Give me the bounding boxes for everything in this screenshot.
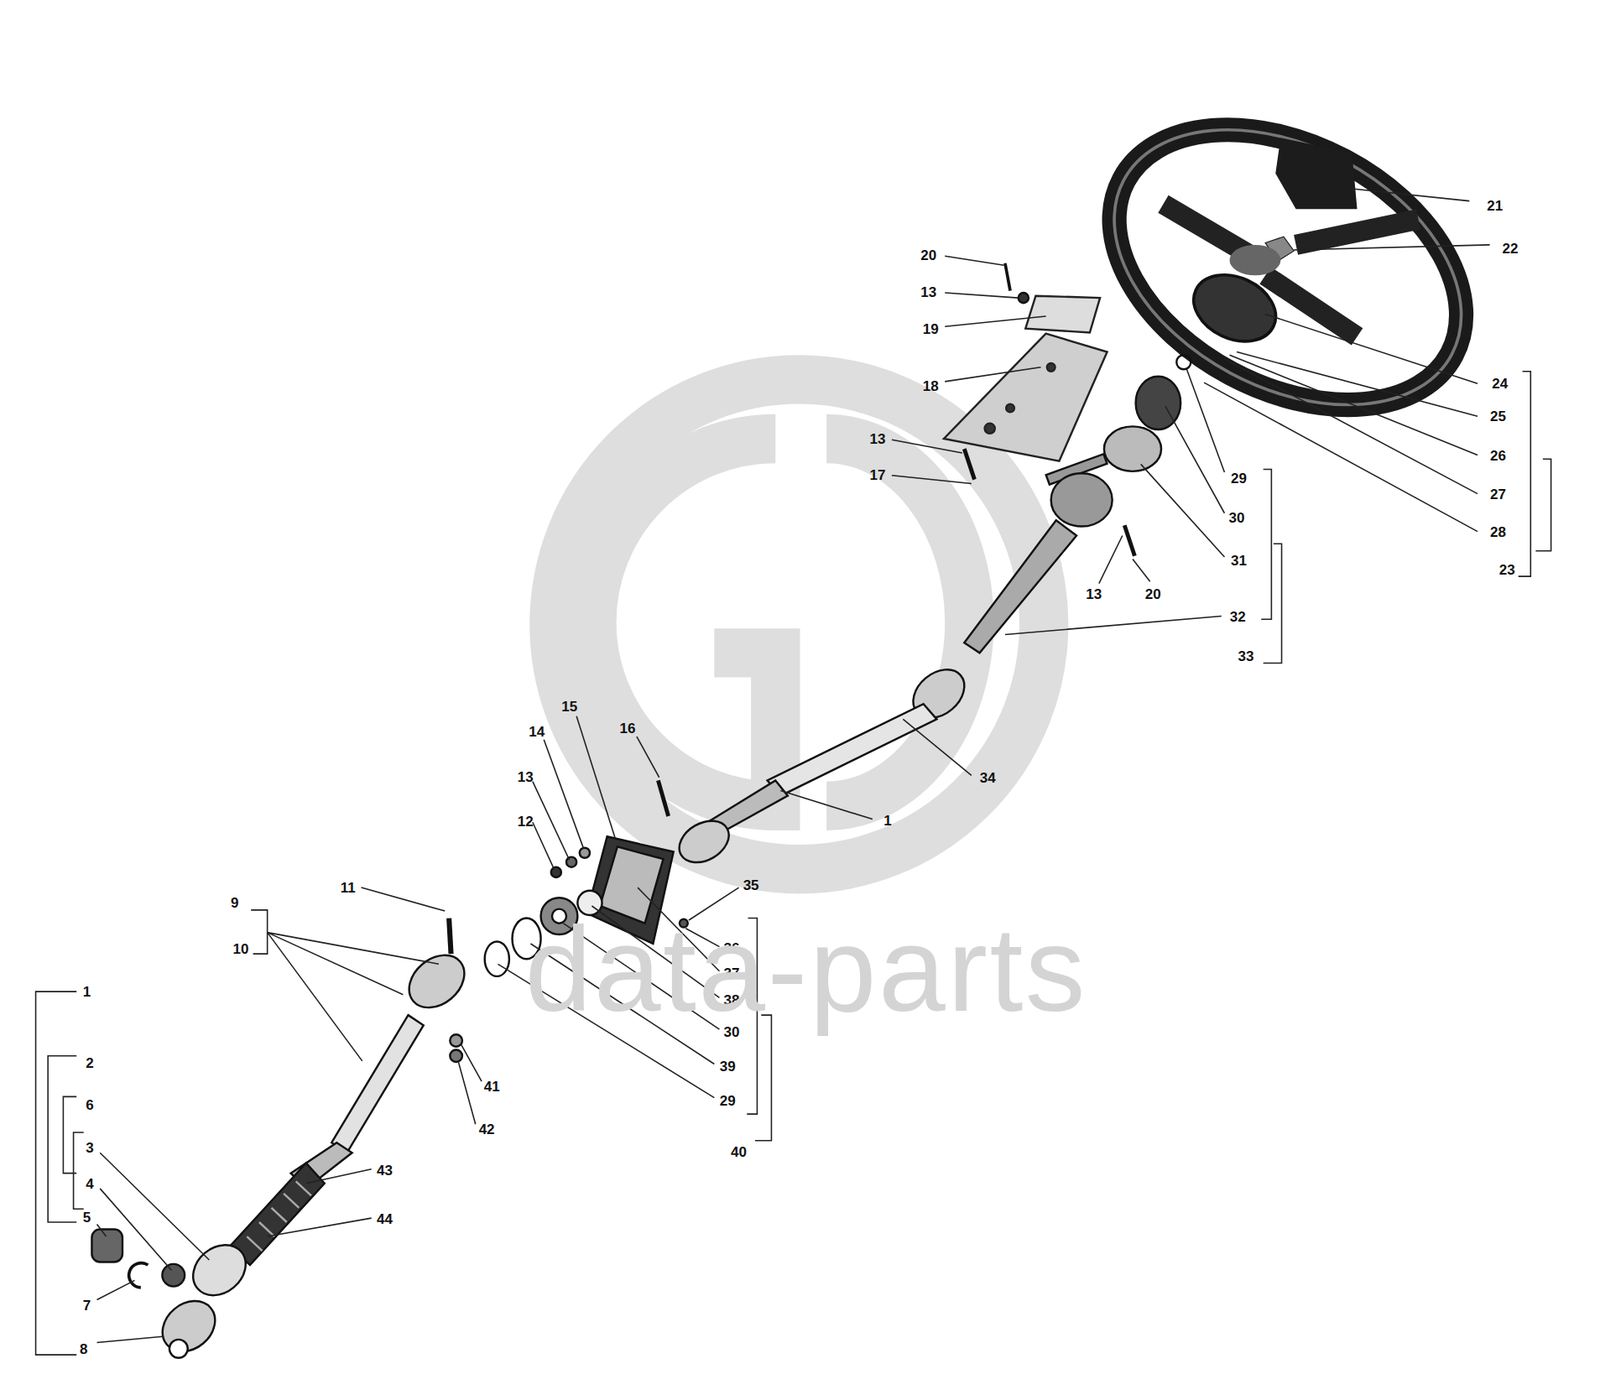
callout-number: 35: [743, 876, 760, 893]
callout-number: 12: [517, 813, 534, 829]
callout-number: 31: [1230, 552, 1247, 569]
callout-number: 4: [85, 1175, 94, 1192]
leader-lines: [36, 188, 1552, 1356]
callout-number: 29: [719, 1093, 736, 1110]
callout-number: 21: [1486, 197, 1503, 214]
callout-number: 33: [1238, 647, 1255, 664]
callout-number: 13: [1085, 585, 1102, 602]
callout-number: 26: [1490, 447, 1507, 464]
callout-number: 7: [83, 1297, 91, 1314]
callout-number: 43: [376, 1162, 393, 1178]
callout-number: 20: [1145, 585, 1162, 602]
watermark: data-parts: [525, 900, 1088, 1039]
callout-number: 5: [83, 1209, 91, 1225]
callout-number: 17: [869, 466, 886, 483]
callout-number: 19: [922, 320, 939, 337]
callout-number: 42: [479, 1121, 496, 1138]
upper-column: [672, 263, 1191, 871]
callout-number: 29: [1230, 470, 1247, 487]
callout-number: 27: [1490, 485, 1507, 502]
callout-number: 1: [883, 812, 892, 829]
callout-number: 15: [561, 698, 578, 715]
callout-number: 25: [1490, 407, 1507, 424]
callout-number: 39: [719, 1057, 736, 1074]
callout-number: 10: [233, 940, 250, 957]
callout-number: 11: [340, 879, 356, 896]
callout-number: 13: [517, 768, 534, 785]
callout-number: 8: [79, 1340, 88, 1357]
callout-number: 2: [85, 1055, 94, 1072]
callout-number: 44: [376, 1211, 393, 1228]
lower-column: [91, 918, 475, 1363]
callout-number: 30: [1229, 509, 1246, 526]
callout-number: 41: [484, 1078, 501, 1095]
callout-number: 32: [1229, 608, 1246, 625]
callout-number: 6: [85, 1096, 94, 1113]
callout-number: 24: [1491, 375, 1508, 392]
callout-number: 9: [230, 895, 239, 912]
callout-number: 18: [922, 377, 939, 394]
callout-number: 14: [528, 723, 545, 740]
callout-number: 20: [920, 246, 937, 263]
steering-wheel: [1067, 73, 1509, 461]
callout-number: 3: [85, 1139, 94, 1156]
callout-number: 13: [869, 430, 886, 447]
callout-number: 34: [979, 769, 996, 786]
callout-number: 23: [1499, 561, 1516, 578]
callout-number: 16: [619, 720, 636, 737]
callout-number: 1: [83, 983, 91, 1000]
watermark-logo: [553, 379, 1044, 870]
callout-number: 13: [920, 283, 937, 300]
callout-number: 28: [1490, 523, 1507, 540]
callout-number: 22: [1502, 239, 1519, 256]
callout-number: 40: [730, 1143, 747, 1160]
